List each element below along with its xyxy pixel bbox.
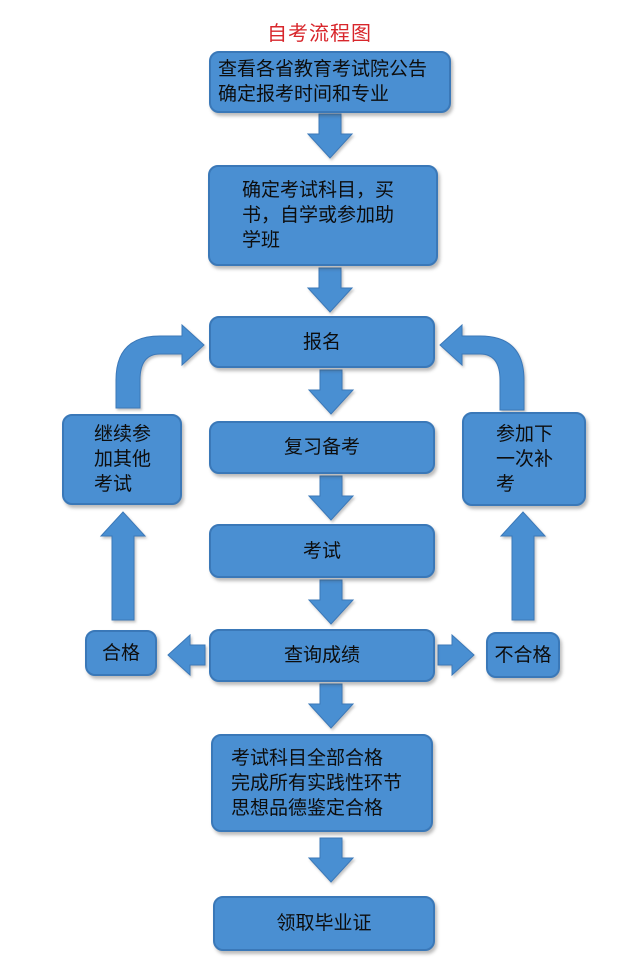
- node-text-line: 继续参: [94, 423, 152, 445]
- node-text-line: 查询成绩: [283, 644, 360, 666]
- arrow-curve-right: [439, 323, 525, 411]
- node-text-line: 确定考试科目，买: [242, 179, 395, 201]
- node-text-line: 报名: [302, 330, 341, 353]
- node-text-line: 查看各省教育考试院公告: [218, 58, 428, 80]
- node-text-line: 学班: [242, 229, 281, 251]
- diagram-title: 自考流程图: [267, 21, 372, 45]
- arrow-left-pass: [167, 633, 206, 677]
- arrow-up-left: [99, 511, 147, 621]
- arrow-down-2: [306, 267, 354, 313]
- node-announcement: 查看各省教育考试院公告 确定报考时间和专业: [209, 51, 451, 113]
- node-text-line: 考试科目全部合格: [231, 746, 384, 769]
- node-requirements: 考试科目全部合格 完成所有实践性环节 思想品德鉴定合格: [211, 734, 433, 832]
- node-text-line: 考: [496, 472, 516, 495]
- node-choose-subjects: 确定考试科目，买 书，自学或参加助 学班: [208, 165, 438, 266]
- node-text-line: 加其他: [94, 448, 152, 470]
- node-text-line: 一次补: [496, 447, 554, 470]
- arrow-down-5: [307, 579, 355, 625]
- arrow-down-3: [307, 369, 355, 415]
- arrow-down-6: [307, 683, 355, 729]
- arrow-down-7: [307, 837, 355, 883]
- node-exam: 考试: [209, 524, 435, 578]
- node-pass: 合格: [85, 630, 157, 676]
- node-register: 报名: [209, 316, 435, 368]
- node-text-line: 考试: [302, 539, 341, 562]
- node-text-line: 不合格: [494, 643, 552, 666]
- arrow-down-1: [306, 113, 354, 159]
- node-next-retake: 参加下 一次补 考: [462, 412, 586, 506]
- node-text-line: 参加下: [496, 422, 554, 445]
- node-review: 复习备考: [209, 421, 435, 474]
- node-query-scores: 查询成绩: [209, 629, 435, 682]
- node-text-line: 书，自学或参加助: [242, 204, 395, 226]
- arrow-curve-left: [115, 323, 205, 409]
- arrow-up-right: [499, 511, 547, 621]
- node-text-line: 考试: [94, 473, 133, 495]
- node-text-line: 领取毕业证: [276, 912, 372, 934]
- node-text-line: 确定报考时间和专业: [218, 83, 390, 105]
- node-text-line: 合格: [101, 641, 140, 664]
- node-fail: 不合格: [486, 632, 560, 678]
- node-continue-other: 继续参 加其他 考试: [62, 414, 182, 505]
- arrow-down-4: [307, 475, 355, 521]
- node-text-line: 思想品德鉴定合格: [231, 796, 384, 819]
- node-text-line: 复习备考: [283, 436, 360, 458]
- node-diploma: 领取毕业证: [213, 896, 435, 951]
- arrow-right-fail: [437, 633, 475, 677]
- node-text-line: 完成所有实践性环节: [231, 771, 403, 794]
